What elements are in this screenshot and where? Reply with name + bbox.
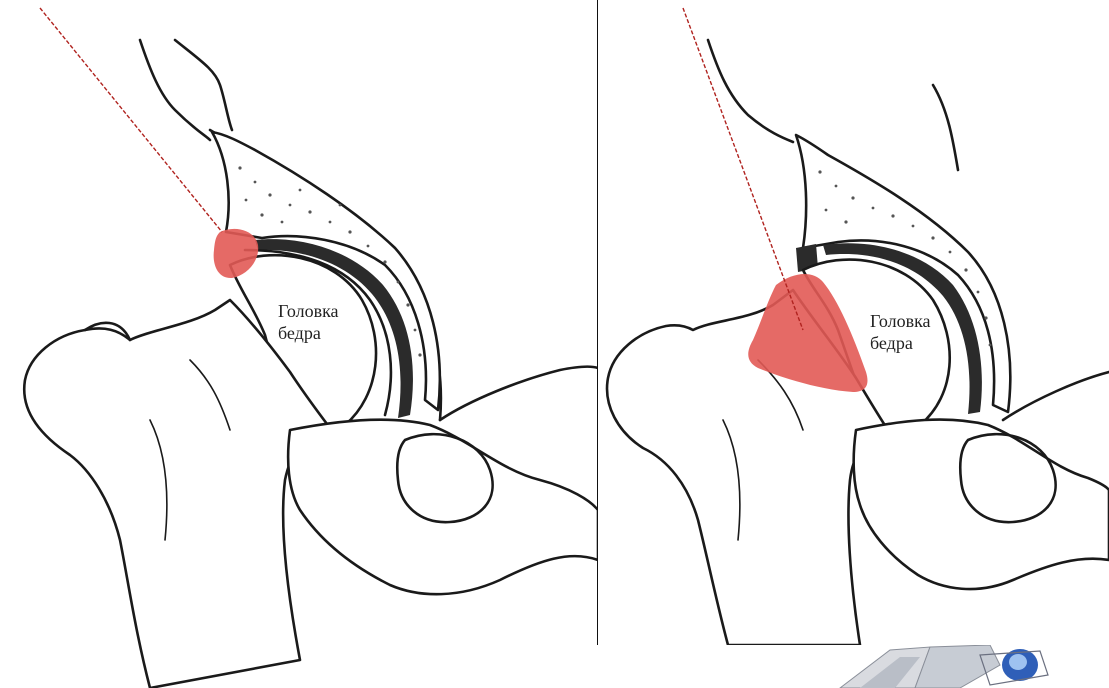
left-panel: Головка бедра [0, 0, 598, 688]
right-iliac-upper-curve [933, 85, 958, 170]
left-femoral-head-label: Головка бедра [278, 300, 339, 344]
right-femoral-head-label: Головка бедра [870, 310, 931, 354]
left-probe-line [40, 8, 222, 232]
right-hip-joint-diagram [598, 0, 1109, 645]
right-ischium [854, 420, 1109, 590]
right-pubic-ramus [1003, 372, 1109, 420]
left-pubic-ramus [440, 367, 598, 420]
left-label-line1: Головка [278, 300, 339, 322]
left-ischium [288, 420, 598, 595]
arthroscope-icon [820, 645, 1109, 688]
left-label-line2: бедра [278, 322, 339, 344]
left-hip-joint-diagram [0, 0, 598, 688]
left-iliac-outline [140, 40, 210, 140]
right-iliac-outline [708, 40, 793, 142]
right-panel: Головка бедра [598, 0, 1109, 645]
right-label-line2: бедра [870, 332, 931, 354]
right-label-line1: Головка [870, 310, 931, 332]
